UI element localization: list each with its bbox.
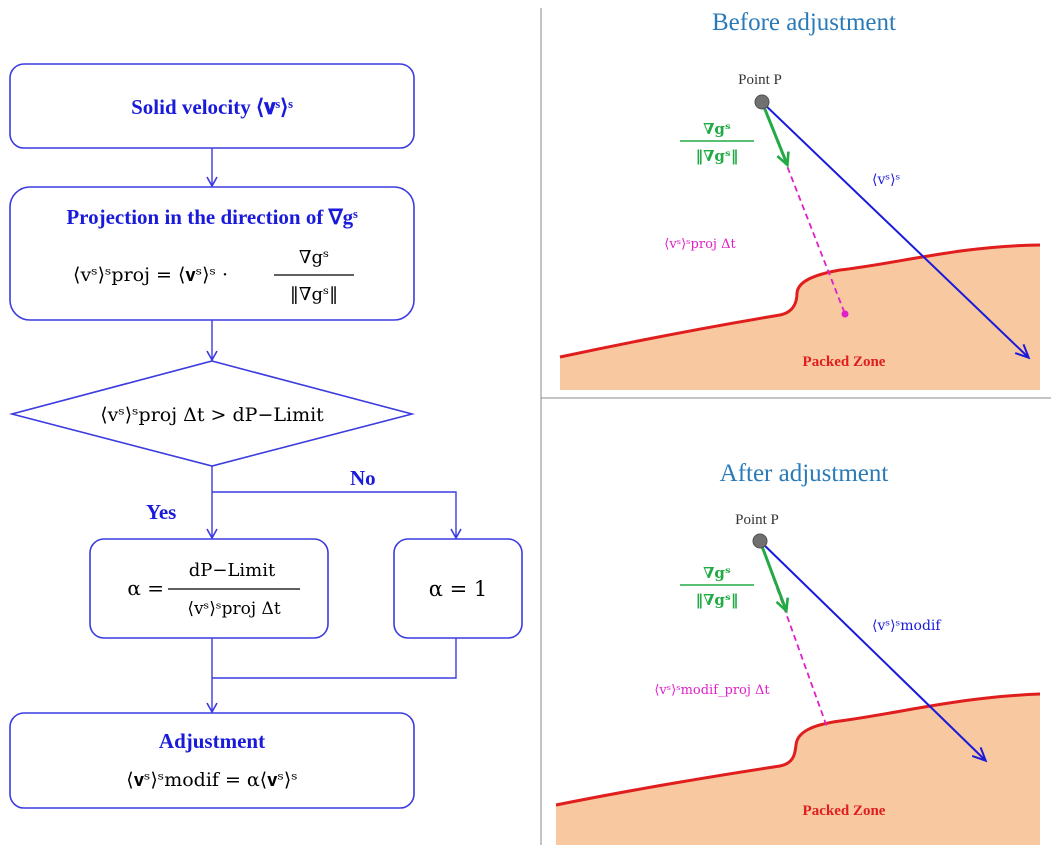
before-point-label: Point P <box>738 72 782 88</box>
after-projection-label: ⟨vˢ⟩ˢmodif_proj Δt <box>654 683 770 698</box>
before-projection-line <box>761 101 846 315</box>
before-point-p <box>754 94 770 110</box>
projection-formula-den: ‖∇gˢ‖ <box>290 284 338 305</box>
before-grad-den: ‖∇gˢ‖ <box>696 147 739 165</box>
projection-formula-lhs: ⟨vˢ⟩ˢproj = ⟨𝐯ˢ⟩ˢ · <box>73 264 228 286</box>
after-point-p <box>752 533 768 549</box>
after-grad-num: ∇gˢ <box>703 564 731 582</box>
after-point-label: Point P <box>735 512 779 528</box>
solid-velocity-text: Solid velocity ⟨𝐯ˢ⟩ˢ <box>131 95 293 119</box>
before-title: Before adjustment <box>712 9 896 36</box>
after-panel: After adjustment Packed Zone Point P ∇gˢ… <box>555 460 1041 845</box>
before-packed-zone <box>560 245 1040 390</box>
before-projection-endpoint <box>841 310 849 318</box>
after-zone-label: Packed Zone <box>803 803 886 819</box>
flowchart: Solid velocity ⟨𝐯ˢ⟩ˢ Projection in the d… <box>8 63 523 809</box>
after-grad-den: ‖∇gˢ‖ <box>696 591 739 609</box>
before-zone-boundary <box>559 243 1041 359</box>
after-title: After adjustment <box>720 460 889 487</box>
alpha-ratio-den: ⟨vˢ⟩ˢproj Δt <box>187 599 281 619</box>
alpha-ratio-lhs: α = <box>127 576 164 600</box>
after-zone-boundary <box>555 692 1041 807</box>
before-velocity-arrow <box>761 101 1028 357</box>
adjustment-box <box>9 712 415 809</box>
yes-label: Yes <box>146 500 176 524</box>
no-branch-arrow <box>212 491 462 540</box>
after-velocity-arrow <box>759 540 985 760</box>
alpha-ratio-num: dP−Limit <box>189 560 276 581</box>
merge-line <box>212 638 457 679</box>
before-panel: Before adjustment Packed Zone Point P ∇g… <box>559 9 1041 390</box>
before-grad-num: ∇gˢ <box>703 120 731 138</box>
after-packed-zone <box>556 694 1040 845</box>
before-projection-label: ⟨vˢ⟩ˢproj Δt <box>664 237 736 252</box>
projection-title: Projection in the direction of ∇gˢ <box>66 205 358 229</box>
alpha-one-box <box>393 538 523 639</box>
after-velocity-label: ⟨vˢ⟩ˢmodif <box>872 618 942 634</box>
adjustment-formula: ⟨𝐯ˢ⟩ˢmodif = α⟨𝐯ˢ⟩ˢ <box>126 769 297 791</box>
decision-text: ⟨vˢ⟩ˢproj Δt > dP−Limit <box>100 404 324 426</box>
alpha-one-text: α = 1 <box>429 577 488 601</box>
adjustment-title: Adjustment <box>159 729 265 753</box>
before-gradient-arrow <box>760 101 790 168</box>
before-velocity-label: ⟨vˢ⟩ˢ <box>872 172 901 188</box>
after-gradient-arrow <box>758 540 790 614</box>
no-label: No <box>350 466 376 490</box>
projection-formula-num: ∇gˢ <box>299 247 329 268</box>
before-zone-label: Packed Zone <box>803 354 886 370</box>
